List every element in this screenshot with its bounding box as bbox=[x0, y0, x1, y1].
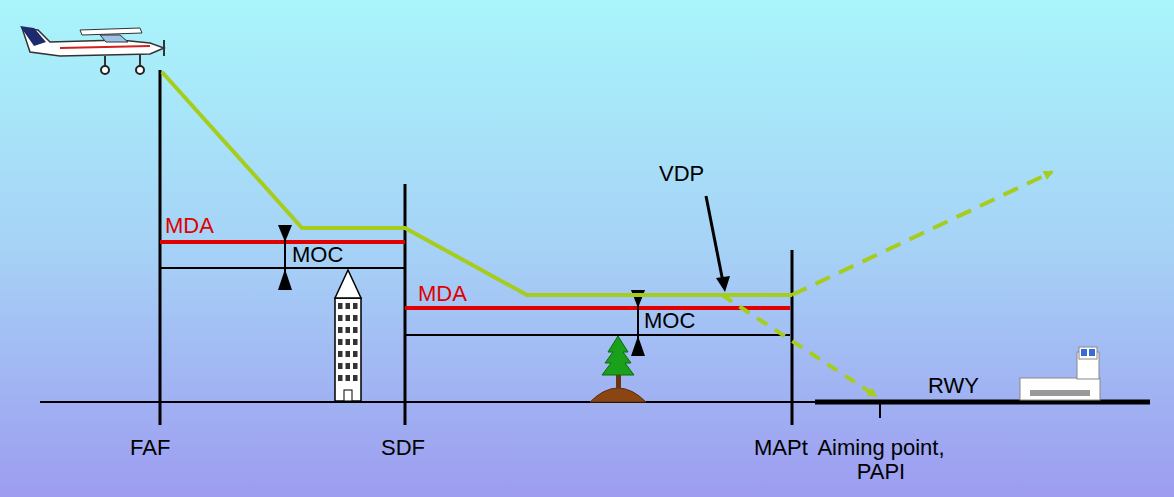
obstacle-line bbox=[160, 267, 405, 269]
moc-dimension bbox=[278, 225, 292, 290]
airplane bbox=[20, 26, 164, 74]
tree bbox=[590, 336, 646, 402]
mda-label: MDA bbox=[418, 282, 467, 306]
building bbox=[335, 270, 361, 401]
moc-label: MOC bbox=[292, 243, 343, 267]
flight-path bbox=[162, 72, 792, 295]
vdp-label: VDP bbox=[659, 162, 704, 186]
visual-descent-path bbox=[722, 295, 876, 396]
fix-label: FAF bbox=[130, 436, 170, 460]
sdf-line bbox=[404, 184, 407, 425]
mda-line bbox=[405, 306, 790, 310]
mda-label: MDA bbox=[165, 214, 214, 238]
obstacle-line bbox=[405, 334, 790, 336]
vdp-pointer bbox=[706, 196, 730, 292]
fix-label: SDF bbox=[381, 436, 425, 460]
aiming-point-tick bbox=[879, 400, 881, 418]
faf-line bbox=[159, 70, 162, 425]
moc-dimension bbox=[631, 290, 645, 356]
terminal-building bbox=[1020, 347, 1100, 400]
ground-line bbox=[40, 401, 815, 403]
moc-label: MOC bbox=[644, 309, 695, 333]
aiming-point-label: Aiming point, PAPI bbox=[811, 436, 951, 484]
missed-approach-path bbox=[792, 172, 1052, 295]
mda-line bbox=[160, 240, 405, 244]
fix-label: MAPt bbox=[754, 436, 808, 460]
runway-label: RWY bbox=[928, 374, 979, 398]
mapt-line bbox=[791, 250, 794, 425]
